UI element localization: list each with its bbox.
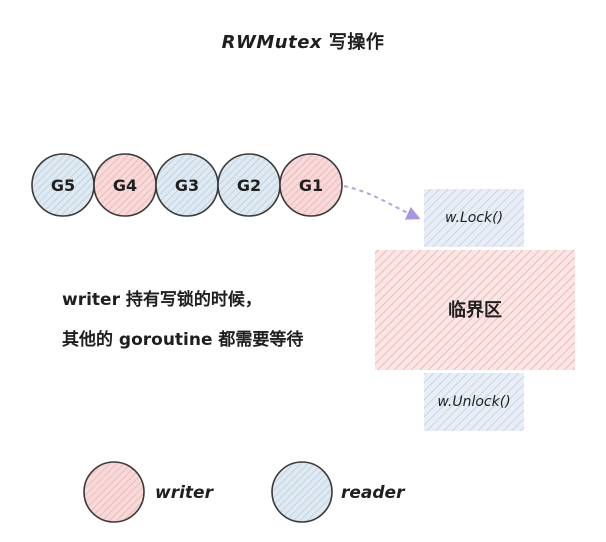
lock-box: w.Lock() xyxy=(424,189,524,247)
goroutine-circle xyxy=(279,153,343,217)
lock-box-label: w.Lock() xyxy=(445,210,503,226)
legend-reader-swatch xyxy=(271,461,333,523)
note-line-2: 其他的 goroutine 都需要等待 xyxy=(62,330,304,350)
diagram-title: RWMutex 写操作 xyxy=(0,28,606,54)
goroutine-label: G4 xyxy=(113,176,137,195)
wait-arrow xyxy=(343,185,421,220)
legend xyxy=(83,461,333,523)
unlock-box: w.Unlock() xyxy=(424,373,524,431)
critical-section: 临界区 xyxy=(375,250,575,370)
goroutine-g5: G5 xyxy=(31,153,95,217)
goroutine-g2: G2 xyxy=(217,153,281,217)
goroutine-g1: G1 xyxy=(279,153,343,217)
title-latin: RWMutex xyxy=(221,32,323,53)
goroutine-label: G2 xyxy=(237,176,261,195)
goroutine-queue: G5 G4 G3 G2 G1 xyxy=(31,153,343,217)
goroutine-label: G1 xyxy=(299,176,323,195)
critical-section-label: 临界区 xyxy=(448,299,502,321)
goroutine-label: G5 xyxy=(51,176,75,195)
legend-writer-label: writer xyxy=(155,483,213,503)
goroutine-g3: G3 xyxy=(155,153,219,217)
unlock-box-label: w.Unlock() xyxy=(437,394,510,410)
goroutine-label: G3 xyxy=(175,176,199,195)
goroutine-g4: G4 xyxy=(93,153,157,217)
legend-reader-label: reader xyxy=(341,483,405,503)
legend-writer-swatch xyxy=(83,461,145,523)
note-line-1: writer 持有写锁的时候， xyxy=(62,290,262,310)
title-cjk: 写操作 xyxy=(328,32,385,53)
